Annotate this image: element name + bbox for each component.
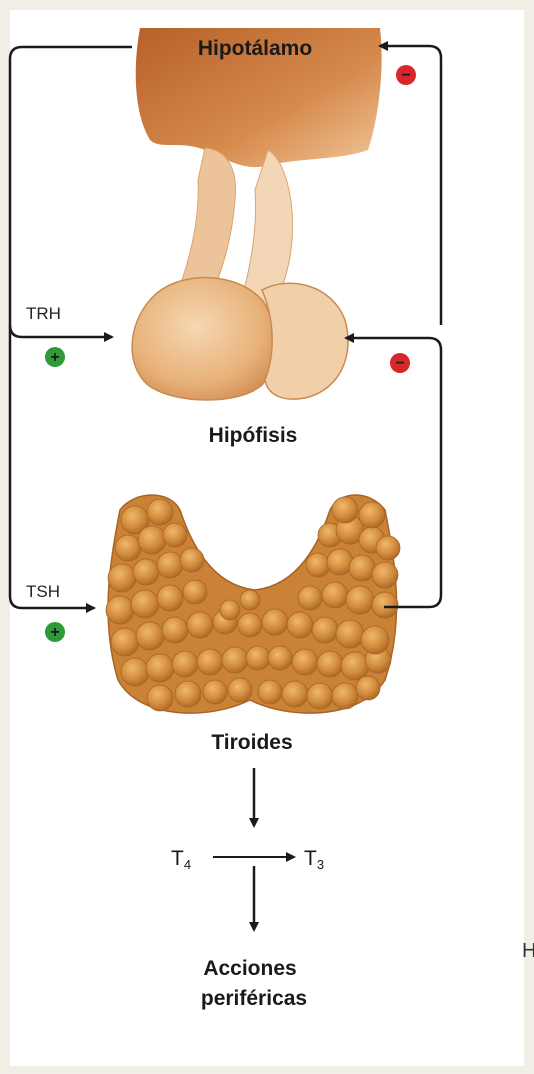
thyroid-lobule xyxy=(106,596,134,624)
thyroid-lobule xyxy=(147,499,173,525)
thyroid-lobule xyxy=(349,555,375,581)
left-outer-line xyxy=(10,47,132,608)
thyroid-lobule xyxy=(356,676,380,700)
hypothalamus-label: Hipotálamo xyxy=(198,37,312,60)
peripheral-actions-line1: Acciones xyxy=(203,957,296,980)
thyroid-lobule xyxy=(287,612,313,638)
pituitary-posterior-lobe xyxy=(262,283,348,399)
thyroid-lobule xyxy=(115,535,141,561)
svg-text:+: + xyxy=(50,349,59,366)
pituitary-label: Hipófisis xyxy=(209,424,298,447)
thyroid-lobule xyxy=(268,646,292,670)
thyroid-lobule xyxy=(307,683,333,709)
thyroid-lobule xyxy=(203,680,227,704)
trh-arrow xyxy=(10,325,112,337)
thyroid-lobule xyxy=(220,600,240,620)
thyroid-lobule xyxy=(346,586,374,614)
thyroid-label: Tiroides xyxy=(211,731,292,754)
thyroid-lobule xyxy=(121,658,149,686)
thyroid-lobule xyxy=(157,585,183,611)
thyroid-lobule xyxy=(228,678,252,702)
pituitary-stalk-posterior xyxy=(240,150,293,305)
thyroid-lobule xyxy=(180,548,204,572)
svg-text:+: + xyxy=(50,624,59,641)
thyroid-lobule xyxy=(238,613,262,637)
thyroid-lobule xyxy=(376,536,400,560)
thyroid-lobule xyxy=(262,609,288,635)
svg-text:−: − xyxy=(401,67,410,84)
negative-sign-hypothalamus: − xyxy=(396,65,416,85)
thyroid-lobule xyxy=(111,628,139,656)
right-feedback-line-top xyxy=(380,46,441,325)
t4-label: T4 xyxy=(171,847,191,872)
thyroid-lobule xyxy=(341,652,369,680)
edge-text-fragment: H xyxy=(522,940,534,963)
thyroid-lobule xyxy=(372,562,398,588)
thyroid-lobule xyxy=(317,651,343,677)
negative-sign-pituitary: − xyxy=(390,353,410,373)
thyroid-lobule xyxy=(306,553,330,577)
thyroid-lobule xyxy=(175,681,201,707)
t3-label: T3 xyxy=(304,847,324,872)
thyroid-lobule xyxy=(222,647,248,673)
thyroid-lobule xyxy=(138,526,166,554)
thyroid-lobule xyxy=(147,685,173,711)
thyroid-lobule xyxy=(131,590,159,618)
thyroid-lobule xyxy=(246,646,270,670)
positive-sign-tsh: + xyxy=(45,622,65,642)
thyroid-lobule xyxy=(258,680,282,704)
thyroid-lobule xyxy=(332,497,358,523)
thyroid-gland xyxy=(106,495,400,713)
positive-sign-trh: + xyxy=(45,347,65,367)
thyroid-lobule xyxy=(312,617,338,643)
thyroid-lobule xyxy=(359,502,385,528)
thyroid-lobule xyxy=(187,612,213,638)
svg-text:−: − xyxy=(395,355,404,372)
trh-label: TRH xyxy=(26,304,61,323)
thyroid-lobule xyxy=(157,552,183,578)
thyroid-lobule xyxy=(146,654,174,682)
thyroid-lobule xyxy=(162,617,188,643)
thyroid-lobule xyxy=(372,592,398,618)
thyroid-lobule xyxy=(136,622,164,650)
thyroid-lobule xyxy=(133,559,159,585)
thyroid-lobule xyxy=(172,651,198,677)
thyroid-lobule xyxy=(332,683,358,709)
thyroid-lobule xyxy=(361,626,389,654)
thyroid-lobule xyxy=(108,564,136,592)
thyroid-lobule xyxy=(298,586,322,610)
thyroid-lobule xyxy=(282,681,308,707)
thyroid-lobule xyxy=(183,580,207,604)
pituitary-anterior-lobe xyxy=(132,278,275,401)
thyroid-lobule xyxy=(292,649,318,675)
thyroid-lobule xyxy=(163,523,187,547)
tsh-label: TSH xyxy=(26,582,60,601)
peripheral-actions-line2: periféricas xyxy=(201,987,307,1010)
thyroid-lobule xyxy=(336,620,364,648)
thyroid-lobule xyxy=(322,582,348,608)
thyroid-lobule xyxy=(197,649,223,675)
thyroid-lobule xyxy=(240,590,260,610)
